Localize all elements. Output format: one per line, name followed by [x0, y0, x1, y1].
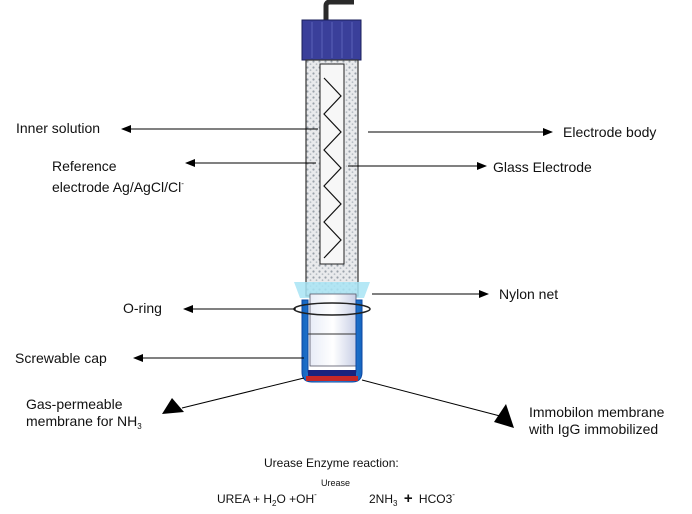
- label-glass-electrode: Glass Electrode: [493, 159, 592, 175]
- reaction-enzyme-label: Urease: [321, 478, 351, 488]
- label-gas-permeable-membrane: Gas-permeable membrane for NH3: [26, 396, 142, 435]
- lower-inner-section: [309, 293, 357, 367]
- label-gas-membrane-line1: Gas-permeable: [26, 396, 123, 412]
- label-inner-solution: Inner solution: [16, 120, 101, 136]
- glass-electrode-tube: [319, 63, 345, 265]
- reaction-title: Urease Enzyme reaction:: [264, 456, 399, 470]
- reaction-lhs: UREA + H2O +OH-: [217, 490, 317, 508]
- label-immobilon-line2: with IgG immobilized: [529, 421, 659, 437]
- gas-permeable-membrane: [308, 370, 356, 376]
- reaction-rhs: 2NH3 + HCO3-: [369, 490, 455, 508]
- label-reference-electrode-line2: electrode Ag/AgCl/Cl-: [52, 179, 184, 195]
- label-electrode-body: Electrode body: [563, 124, 657, 140]
- pointer-line-immobilon: [361, 379, 501, 417]
- label-immobilon-line1: Immobilon membrane: [529, 404, 665, 420]
- label-gas-membrane-line2: membrane for NH3: [26, 413, 142, 431]
- label-immobilon-membrane: Immobilon membrane with IgG immobilized: [529, 404, 664, 438]
- label-nylon-net: Nylon net: [499, 286, 559, 302]
- label-reference-electrode: Reference electrode Ag/AgCl/Cl-: [52, 158, 184, 196]
- label-o-ring: O-ring: [123, 300, 162, 316]
- electrode-cable: [323, 0, 354, 22]
- label-reference-electrode-line1: Reference: [52, 158, 117, 174]
- immobilon-membrane: [306, 376, 358, 381]
- pointer-line-gas-membrane: [181, 377, 305, 409]
- label-screwable-cap: Screwable cap: [15, 350, 107, 366]
- pointer-triangle-gas-membrane: [162, 398, 184, 414]
- pointer-triangle-immobilon: [494, 404, 514, 428]
- reference-wire-zigzag: [323, 77, 342, 259]
